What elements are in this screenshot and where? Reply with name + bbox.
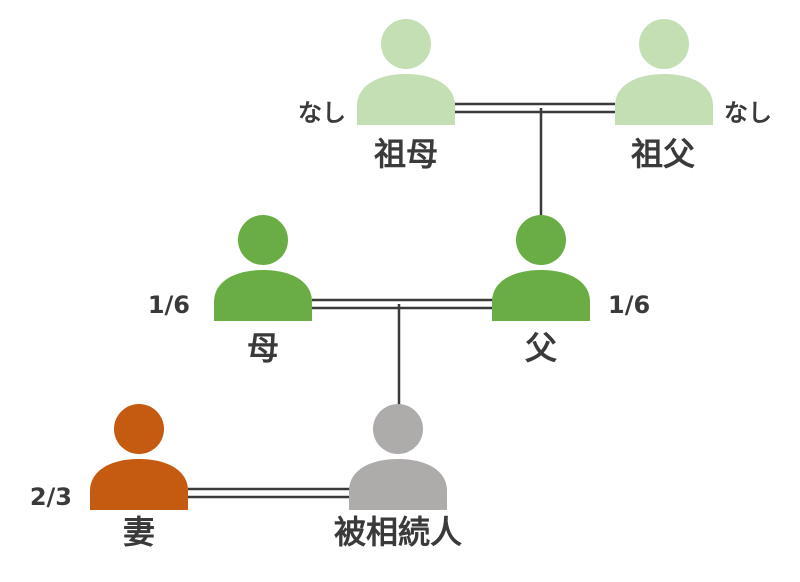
- grandmother-head-shape: [381, 19, 431, 69]
- father-body-shape: [492, 270, 590, 321]
- wife-share: 2/3: [29, 483, 72, 511]
- mother-person-icon: [214, 215, 312, 321]
- wife-body-shape: [90, 459, 188, 510]
- wife-label: 妻: [122, 513, 156, 551]
- grandfather-head-shape: [639, 19, 689, 69]
- mother-label: 母: [246, 329, 280, 367]
- marriage-line-grandparents: [455, 102, 615, 114]
- grandmother-share: なし: [298, 99, 346, 127]
- father-share: 1/6: [608, 291, 651, 319]
- deceased-label: 被相続人: [333, 513, 463, 551]
- grandmother-person-icon: [357, 19, 455, 125]
- mother-share: 1/6: [147, 291, 190, 319]
- marriage-line-parents: [312, 298, 494, 310]
- mother-head-shape: [238, 215, 288, 265]
- wife-person-icon: [90, 404, 188, 510]
- grandfather-label: 祖父: [630, 135, 696, 173]
- wife-head-shape: [114, 404, 164, 454]
- father-label: 父: [524, 329, 558, 367]
- grandfather-body-shape: [615, 74, 713, 125]
- grandmother-label: 祖母: [373, 135, 439, 173]
- father-head-shape: [516, 215, 566, 265]
- mother-body-shape: [214, 270, 312, 321]
- marriage-line-spouse: [188, 487, 350, 499]
- grandfather-share: なし: [724, 99, 772, 127]
- deceased-head-shape: [373, 404, 423, 454]
- grandmother-body-shape: [357, 74, 455, 125]
- father-person-icon: [492, 215, 590, 321]
- deceased-body-shape: [349, 459, 447, 510]
- deceased-person-icon: [349, 404, 447, 510]
- grandfather-person-icon: [615, 19, 713, 125]
